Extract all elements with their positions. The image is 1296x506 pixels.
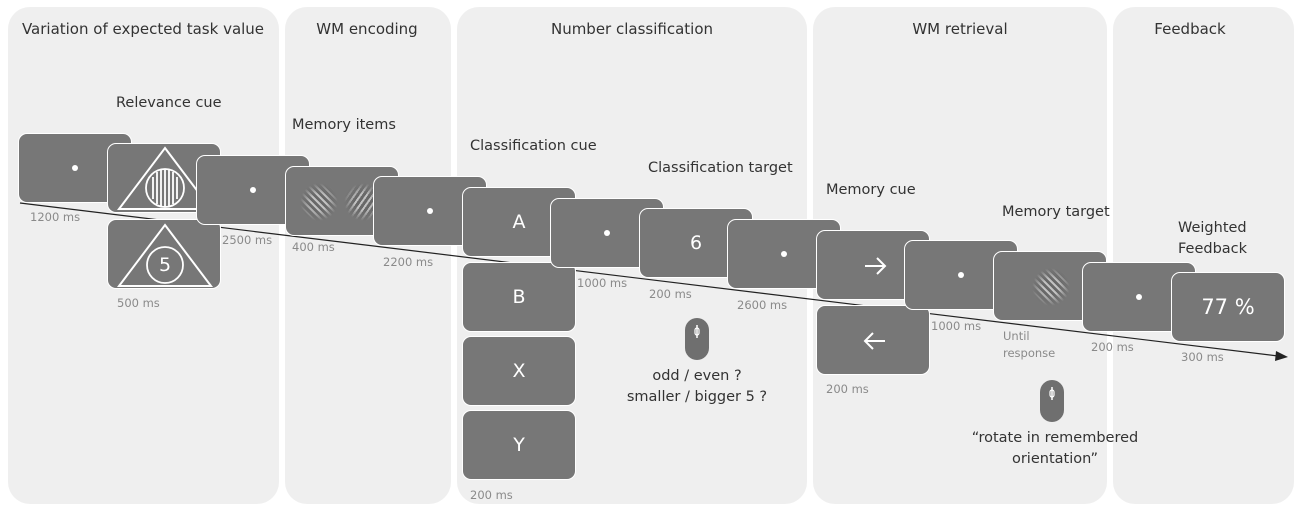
classification-cue-b-screen: B: [462, 262, 576, 332]
duration-relevance-alt: 500 ms: [117, 296, 160, 310]
duration-fix1: 1200 ms: [30, 210, 81, 224]
memory-cue-alt-screen: [816, 305, 930, 375]
classification-response-line2: smaller / bigger 5 ?: [626, 389, 768, 405]
duration-memory-items: 400 ms: [292, 240, 335, 254]
duration-until-response: Until response: [1003, 328, 1055, 362]
duration-fix4: 1000 ms: [577, 276, 628, 290]
feedback-screen: 77 %: [1171, 272, 1285, 342]
duration-feedback: 300 ms: [1181, 350, 1224, 364]
fixation-dot: [958, 272, 964, 278]
duration-fix5: 2600 ms: [737, 298, 788, 312]
relevance-triangle-grating-icon: [116, 146, 214, 210]
duration-fix3: 2200 ms: [383, 255, 434, 269]
arrow-right-icon: [865, 257, 887, 275]
duration-fix7: 200 ms: [1091, 340, 1134, 354]
relevance-cue-alt-screen: 5: [107, 219, 221, 289]
weighted-label-line2: Feedback: [1178, 241, 1248, 257]
fixation-dot: [72, 165, 78, 171]
classification-cue-label: Classification cue: [470, 138, 597, 154]
cue-letter-x: X: [512, 360, 526, 382]
cue-letter-b: B: [512, 286, 526, 308]
relevance-triangle-number-icon: [116, 223, 214, 287]
classification-response-line1: odd / even ?: [652, 368, 742, 384]
memory-grating-left-icon: [300, 183, 338, 221]
memory-response-line1: “rotate in remembered: [971, 430, 1139, 446]
memory-target-label: Memory target: [1002, 204, 1110, 220]
memory-response-prompt: “rotate in remembered orientation”: [972, 428, 1138, 470]
mouse-icon: [1040, 380, 1064, 422]
duration-fix2: 2500 ms: [222, 233, 273, 247]
memory-items-label: Memory items: [292, 117, 396, 133]
duration-cues: 200 ms: [470, 488, 513, 502]
duration-fix6: 1000 ms: [931, 319, 982, 333]
duration-memory-cue-alt: 200 ms: [826, 382, 869, 396]
cue-letter-y: Y: [513, 434, 525, 456]
phase-panel-feedback: [1113, 7, 1294, 504]
fixation-dot: [1136, 294, 1142, 300]
phase-title-wm-retrieval: WM retrieval: [912, 20, 1008, 38]
weighted-label-line1: Weighted: [1178, 220, 1247, 236]
fixation-dot: [427, 208, 433, 214]
target-number: 6: [689, 232, 703, 254]
fixation-dot: [250, 187, 256, 193]
memory-target-grating-icon: [1032, 268, 1070, 306]
memory-cue-label: Memory cue: [826, 182, 916, 198]
arrow-left-icon: [863, 332, 885, 350]
phase-title-feedback: Feedback: [1154, 20, 1226, 38]
fixation-dot: [604, 230, 610, 236]
fixation-dot: [781, 251, 787, 257]
classification-target-label: Classification target: [648, 160, 793, 176]
mouse-icon: [685, 318, 709, 360]
duration-target: 200 ms: [649, 287, 692, 301]
relevance-cue-label: Relevance cue: [116, 95, 222, 111]
phase-title-number-classification: Number classification: [550, 20, 714, 38]
phase-title-task-value: Variation of expected task value: [21, 20, 265, 38]
feedback-value: 77 %: [1201, 295, 1255, 319]
phase-panel-wm-encoding: [285, 7, 451, 504]
cue-letter-a: A: [512, 211, 526, 233]
until-line2: response: [1003, 346, 1056, 360]
classification-cue-y-screen: Y: [462, 410, 576, 480]
weighted-feedback-label: Weighted Feedback: [1178, 218, 1247, 260]
phase-title-wm-encoding: WM encoding: [316, 20, 418, 38]
memory-response-line2: orientation”: [1011, 451, 1099, 467]
until-line1: Until: [1003, 329, 1030, 343]
classification-response-prompt: odd / even ? smaller / bigger 5 ?: [627, 366, 767, 408]
classification-cue-x-screen: X: [462, 336, 576, 406]
relevance-number: 5: [158, 254, 172, 276]
